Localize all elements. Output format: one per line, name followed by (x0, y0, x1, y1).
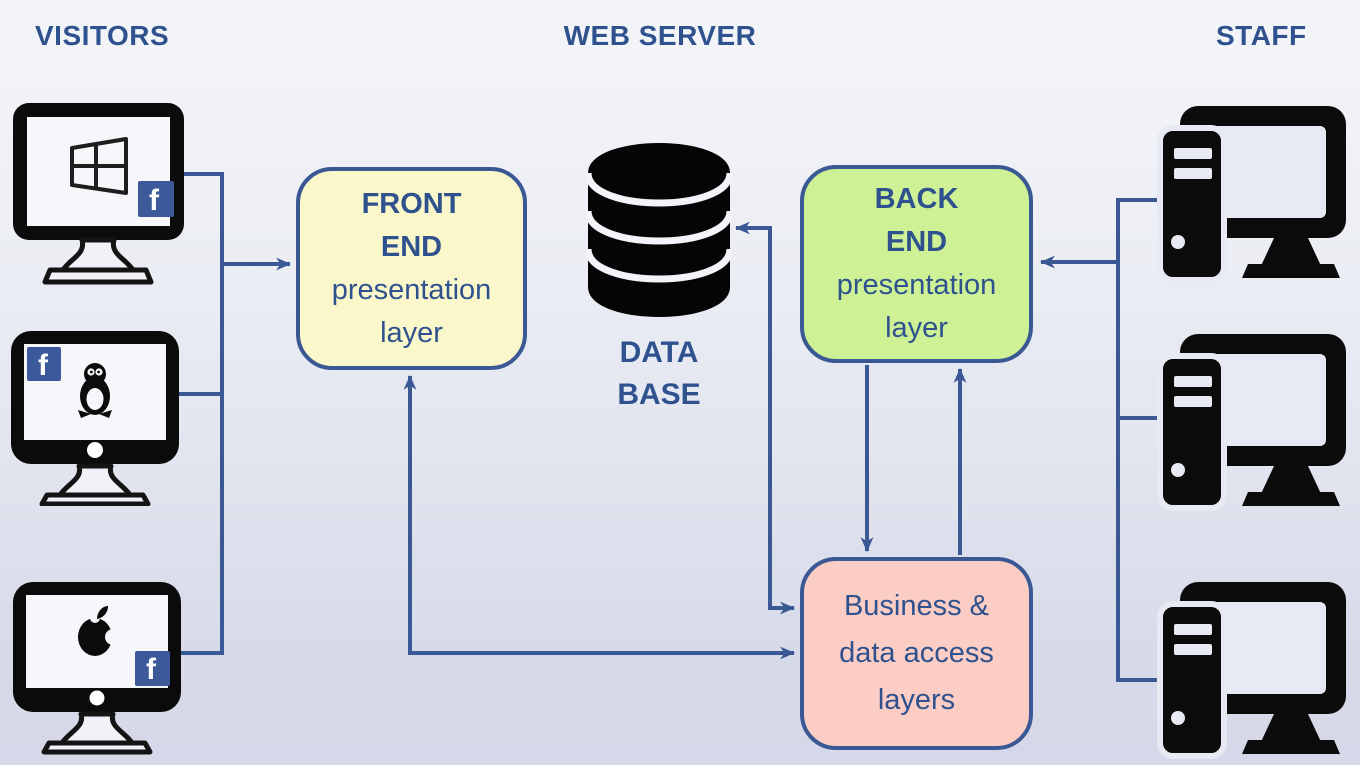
back-end-title-line2: END (885, 226, 948, 258)
staff-computer-icon (1157, 582, 1346, 759)
monitor-stand (1260, 714, 1322, 744)
database-label-line2: BASE (617, 378, 701, 411)
facebook-icon: f (138, 181, 174, 217)
frontend-business-double-arrow (403, 374, 796, 660)
monitor-stand (41, 711, 153, 755)
web-server-title: WEB SERVER (563, 20, 757, 51)
database-icon (586, 143, 732, 317)
database-business-double-arrow (734, 221, 796, 615)
staff-computer-icon (1157, 106, 1346, 283)
back-end-subtitle-line2: layer (885, 312, 948, 344)
linux-tux-icon (78, 363, 112, 418)
back-end-title-line1: BACK (874, 183, 959, 215)
front-end-title-line1: FRONT (361, 187, 462, 220)
business-layers-box: Business & data access layers (800, 557, 1033, 750)
svg-text:f: f (38, 349, 49, 382)
front-end-subtitle-line1: presentation (331, 273, 492, 306)
business-line2: data access (839, 637, 994, 669)
tower (1157, 353, 1227, 511)
database-label: DATA BASE (586, 332, 732, 416)
business-line1: Business & (843, 590, 990, 622)
front-end-title-line2: END (380, 230, 443, 263)
windows-logo-icon (70, 137, 128, 195)
apple-logo-icon (78, 606, 121, 656)
business-line3: layers (877, 684, 956, 716)
svg-text:f: f (146, 653, 157, 686)
back-end-subtitle-line1: presentation (836, 269, 997, 301)
database-label-line1: DATA (619, 336, 699, 369)
monitor-stand (39, 463, 151, 506)
staff-computer-icon (1157, 334, 1346, 511)
staff-title: STAFF (1216, 20, 1307, 51)
visitor-monitor-windows-icon: f (13, 103, 184, 285)
tower (1157, 601, 1227, 759)
visitor-monitor-apple-icon: f (13, 582, 181, 755)
tower (1157, 125, 1227, 283)
visitor-monitor-linux-icon: f (11, 331, 179, 506)
facebook-icon: f (27, 347, 61, 382)
monitor-stand (1260, 238, 1322, 268)
facebook-icon: f (135, 651, 170, 686)
front-end-box: FRONT END presentation layer (296, 167, 527, 370)
monitor-stand (42, 237, 154, 285)
monitor-stand (1260, 466, 1322, 496)
back-end-box: BACK END presentation layer (800, 165, 1033, 363)
front-end-subtitle-line2: layer (380, 316, 443, 349)
visitors-title: VISITORS (35, 20, 170, 51)
svg-text:f: f (149, 184, 160, 217)
